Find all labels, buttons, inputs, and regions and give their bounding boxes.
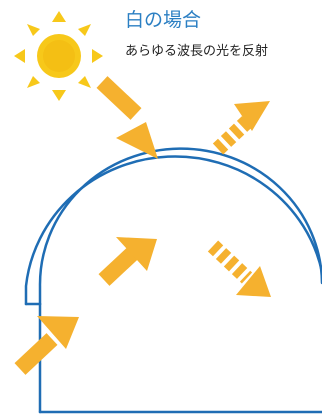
arrow-head	[234, 101, 270, 131]
arrow-head	[116, 237, 157, 271]
sun-ray	[52, 11, 66, 22]
dashed-arrow-down-right-icon	[207, 240, 271, 297]
dome-inner-outline	[38, 147, 322, 306]
diagram-subtitle: あらゆる波長の光を反射	[125, 44, 269, 59]
sun-center	[43, 40, 75, 72]
dome-diagram	[24, 147, 322, 414]
arrow-shaft	[14, 333, 58, 375]
arrow-head	[37, 316, 79, 349]
sun-ray	[78, 24, 91, 36]
arrow-shaft	[96, 76, 142, 120]
arrow-head	[236, 266, 271, 297]
sun-ray	[52, 90, 66, 101]
sun-icon	[14, 11, 103, 101]
sun-ray	[78, 76, 91, 88]
dome-outer-outline	[24, 155, 322, 306]
diagram-title: 白の場合	[125, 9, 202, 31]
sun-ray	[27, 24, 40, 36]
arrow-up-right-icon	[98, 237, 157, 286]
sun-ray	[14, 49, 25, 63]
arrow-head	[116, 122, 158, 159]
arrow-down-right-icon	[96, 76, 158, 159]
arrow-shaft	[98, 246, 140, 286]
sun-ray	[27, 76, 40, 88]
sun-ray	[92, 49, 103, 63]
arrow-shaft	[207, 240, 253, 284]
dashed-arrow-up-right-icon	[212, 101, 270, 155]
arrow-up-right-icon	[14, 316, 79, 375]
